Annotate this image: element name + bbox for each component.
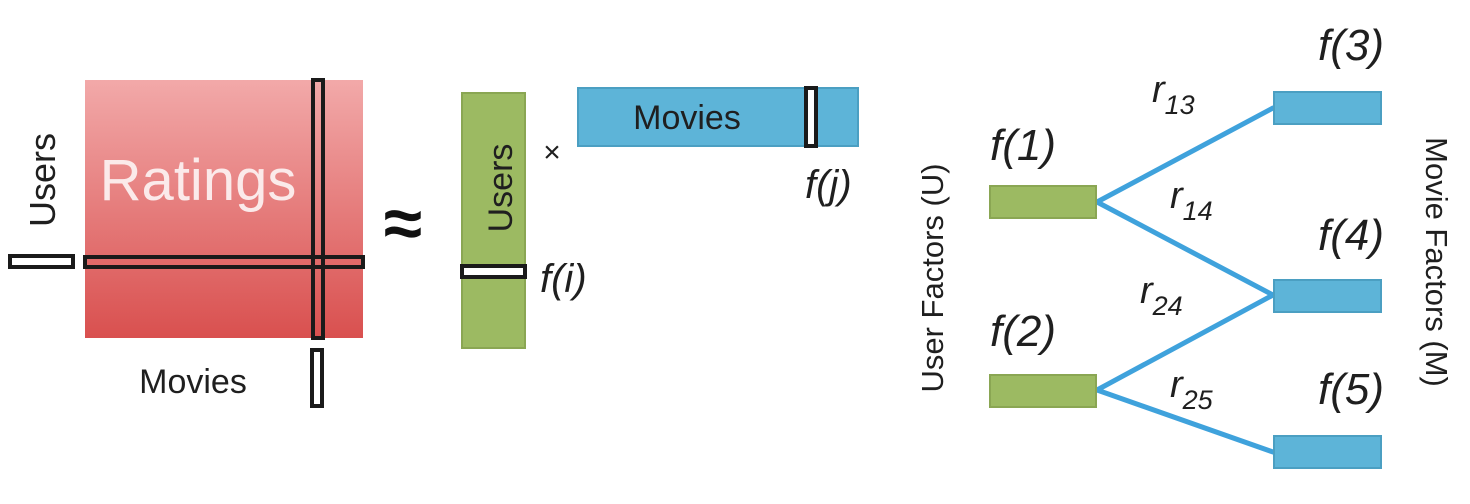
movie-vector-highlight: [804, 86, 818, 148]
ratings-column-highlight: [311, 78, 325, 340]
movie-node-f3-label: f(3): [1318, 21, 1384, 70]
edge-f2-f4: [1094, 292, 1276, 393]
edge-label-r25-sub: 25: [1182, 385, 1214, 415]
user-factors-side-label: User Factors (U): [915, 163, 950, 392]
edge-label-r25: r25: [1170, 364, 1214, 415]
user-factor-matrix: [461, 92, 526, 349]
ratings-row-highlight: [83, 255, 365, 269]
factor-matrices-group: Users f(i) × Movies f(j): [460, 86, 859, 349]
edge-f1-f4: [1094, 199, 1276, 298]
movie-node-f4-label: f(4): [1318, 211, 1384, 260]
movie-factors-side-label: Movie Factors (M): [1419, 137, 1454, 387]
movie-column-marker: [310, 348, 324, 408]
user-vector-label: f(i): [540, 257, 587, 301]
user-vector-highlight: [460, 264, 527, 279]
users-axis-label: Users: [22, 133, 63, 227]
user-node-f2-label: f(2): [990, 307, 1056, 356]
edge-label-r13-sub: 13: [1165, 90, 1195, 120]
times-symbol: ×: [543, 136, 561, 169]
ratings-matrix: [85, 80, 363, 338]
user-row-marker: [8, 254, 75, 269]
movies-axis-label: Movies: [139, 363, 247, 401]
edge-label-r24-sub: 24: [1152, 291, 1183, 321]
edge-label-r14: r14: [1170, 175, 1213, 226]
edge-f1-f3: [1094, 105, 1276, 205]
ratings-title: Ratings: [100, 148, 297, 213]
edge-label-r25-base: r: [1170, 364, 1184, 406]
edge-label-r14-sub: 14: [1183, 196, 1213, 226]
factor-graph-group: User Factors (U) Movie Factors (M) r13 r…: [915, 21, 1454, 469]
user-node-f1-label: f(1): [990, 121, 1056, 170]
movie-vector-label: f(j): [805, 163, 852, 207]
edge-label-r14-base: r: [1170, 175, 1184, 217]
edge-label-r13-base: r: [1152, 69, 1166, 111]
user-factor-matrix-label: Users: [482, 144, 520, 233]
ratings-matrix-group: Ratings Users Movies: [8, 78, 365, 408]
movie-node-f3: [1273, 91, 1382, 125]
edge-label-r24: r24: [1140, 270, 1183, 321]
edge-f2-f5: [1094, 387, 1276, 455]
edge-label-r13: r13: [1152, 69, 1195, 120]
movie-node-f4: [1273, 279, 1382, 313]
user-node-f1: [989, 185, 1097, 219]
movie-node-f5: [1273, 435, 1382, 469]
user-node-f2: [989, 374, 1097, 408]
movie-factor-matrix-label: Movies: [633, 99, 741, 137]
approx-symbol: ≈: [384, 184, 422, 262]
edge-label-r24-base: r: [1140, 270, 1154, 312]
movie-node-f5-label: f(5): [1318, 365, 1384, 414]
